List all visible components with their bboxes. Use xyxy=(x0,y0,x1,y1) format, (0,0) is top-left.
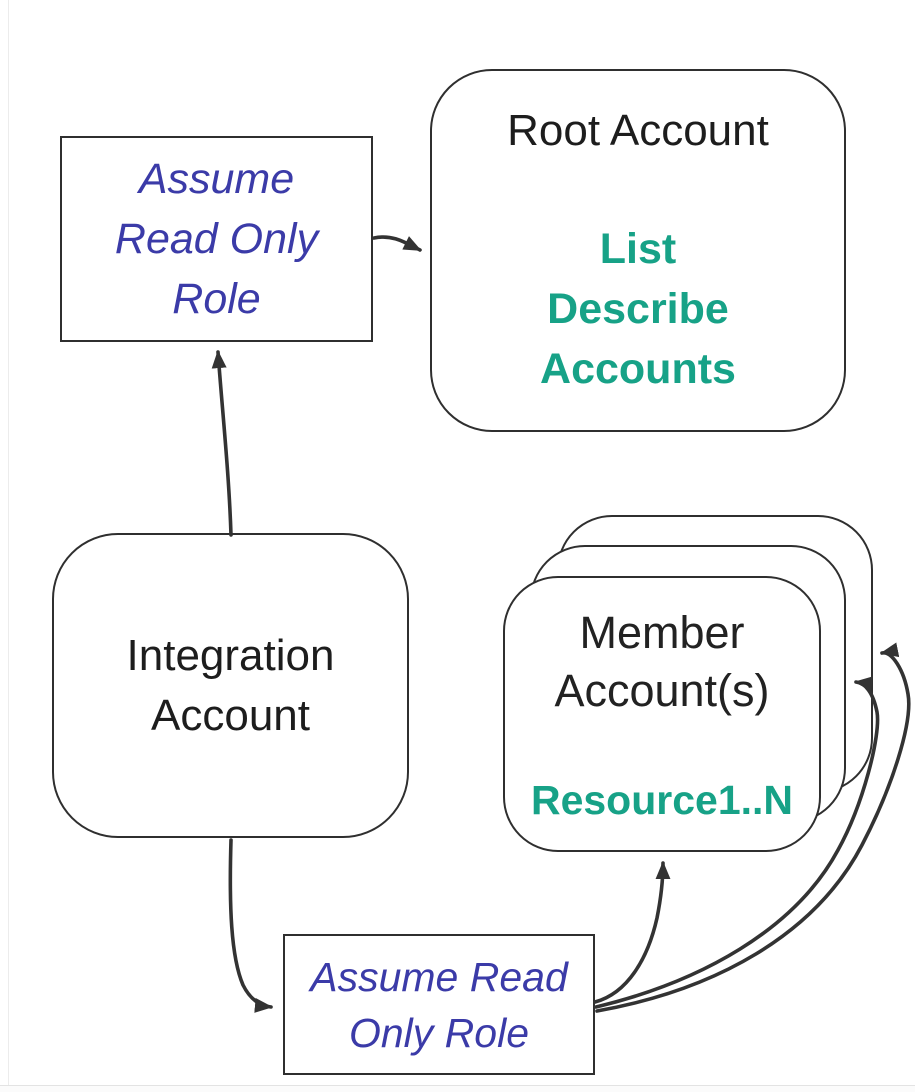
member-resources-label: Resource1..N xyxy=(530,777,794,823)
node-root-account: Root Account List Describe Accounts xyxy=(430,69,846,432)
node-assume-read-only-role-top: Assume Read Only Role xyxy=(60,136,373,342)
assume-top-line-1: Assume xyxy=(138,155,295,203)
integration-line-1: Integration xyxy=(126,630,335,680)
arrow-assume-bottom-to-member-front xyxy=(593,861,671,1004)
root-action-accounts: Accounts xyxy=(540,345,736,393)
page-edge-bottom xyxy=(0,1085,915,1086)
arrow-assume-top-to-root xyxy=(372,235,422,252)
root-action-describe: Describe xyxy=(547,285,729,333)
root-account-actions: List Describe Accounts xyxy=(540,219,736,399)
arrow-integration-to-assume-top xyxy=(211,350,233,537)
node-integration-account: Integration Account xyxy=(52,533,409,838)
arrow-integration-to-assume-bottom xyxy=(228,838,273,1013)
page-margin-band xyxy=(0,1086,915,1092)
assume-top-line-3: Role xyxy=(172,275,261,323)
root-account-title: Root Account xyxy=(507,106,769,155)
node-member-accounts: Member Account(s) Resource1..N xyxy=(503,576,821,852)
root-action-list: List xyxy=(599,225,677,273)
member-title-line-1: Member xyxy=(579,607,745,658)
assume-bottom-line-2: Only Role xyxy=(348,1009,529,1056)
member-title-line-2: Account(s) xyxy=(554,665,770,716)
node-assume-read-only-role-bottom: Assume Read Only Role xyxy=(283,934,595,1075)
page-edge-left xyxy=(8,0,9,1085)
integration-line-2: Account xyxy=(151,690,310,740)
assume-bottom-line-1: Assume Read xyxy=(310,953,568,1000)
assume-top-line-2: Read Only xyxy=(114,215,319,263)
